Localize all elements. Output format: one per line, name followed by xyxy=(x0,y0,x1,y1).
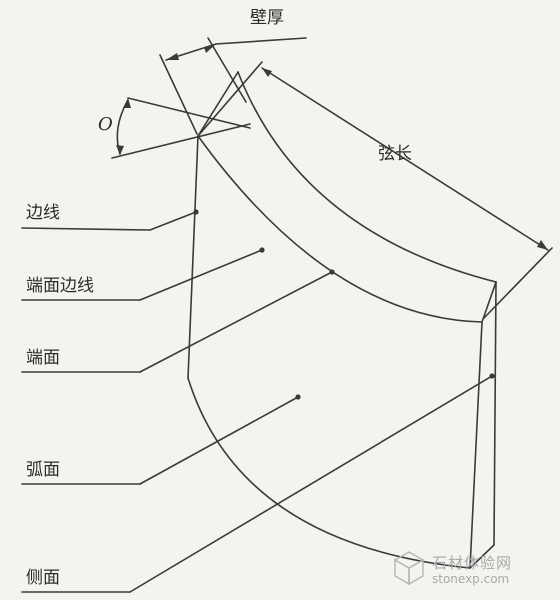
chord-extension-line-top xyxy=(197,61,263,137)
arc-face-label: 弧面 xyxy=(26,460,60,480)
end-face-outer-arc xyxy=(197,135,483,323)
angle-arrow-bottom xyxy=(116,145,124,155)
chord-extension-line-bottom xyxy=(483,247,553,319)
angle-ref-line-1 xyxy=(127,97,251,129)
arc-face-leader-diag xyxy=(139,396,299,485)
cube-logo-icon xyxy=(393,551,425,586)
edge-anchor-dot xyxy=(193,209,199,215)
angle-arrow-top xyxy=(123,98,131,108)
chord-length-label: 弦长 xyxy=(378,144,412,164)
angle-ref-line-2 xyxy=(111,123,251,159)
wall-thickness-leader xyxy=(215,37,307,45)
right-vertical-edge xyxy=(469,321,483,569)
edge-leader xyxy=(21,227,151,231)
end-face-edge-anchor-dot xyxy=(259,247,265,253)
end-face-right-edge xyxy=(481,281,497,323)
side-face-anchor-dot xyxy=(489,373,495,379)
wall-extension-line-left xyxy=(159,54,198,135)
edge-leader-diag xyxy=(149,211,197,231)
end-face-anchor-dot xyxy=(329,269,335,275)
wall-extension-line-right xyxy=(207,37,247,103)
arc-face-anchor-dot xyxy=(295,394,301,400)
watermark-url: stonexp.com xyxy=(432,572,510,586)
end-face-leader-diag xyxy=(139,271,333,373)
edge-label: 边线 xyxy=(26,203,60,223)
end-face-label: 端面 xyxy=(26,348,60,368)
bottom-arc-edge xyxy=(187,377,471,569)
side-face-label: 侧面 xyxy=(26,568,60,588)
wall-arrow-right xyxy=(204,44,216,53)
back-bottom-edge xyxy=(469,544,495,569)
left-vertical-edge xyxy=(187,135,199,379)
end-face-top-edge xyxy=(197,71,239,137)
end-face-edge-leader-diag xyxy=(139,249,263,301)
angle-label: O xyxy=(98,114,113,135)
wall-arrow-left xyxy=(166,53,179,60)
back-vertical-edge xyxy=(493,281,497,546)
end-face-inner-arc xyxy=(237,71,497,283)
chord-arrow-bottom xyxy=(537,240,548,250)
chord-arrow-top xyxy=(262,68,272,77)
watermark-name: 石材体验网 xyxy=(432,554,513,572)
side-face-leader-diag xyxy=(129,375,493,593)
end-face-edge-label: 端面边线 xyxy=(26,276,94,296)
wall-thickness-label: 壁厚 xyxy=(250,8,284,28)
watermark: 石材体验网 stonexp.com xyxy=(392,548,552,592)
chord-length-dimension xyxy=(261,67,549,251)
